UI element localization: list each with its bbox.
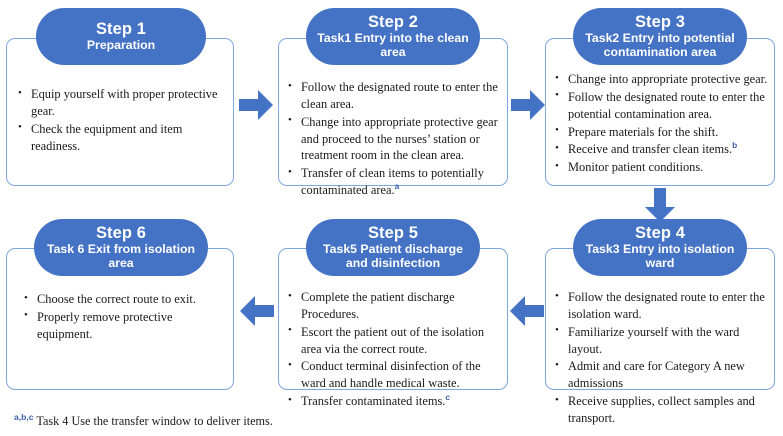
list-item: Transfer of clean items to potentially c…	[288, 165, 500, 199]
step-6-header-pill: Step 6 Task 6 Exit from isolation area	[34, 219, 208, 276]
list-item: Escort the patient out of the isolation …	[288, 323, 502, 358]
list-item: Follow the designated route to enter the…	[555, 289, 769, 323]
step-3-bullet-list: Change into appropriate protective gear.…	[555, 71, 769, 177]
list-item: Monitor patient conditions.	[555, 159, 769, 176]
step-3-subtitle: Task2 Entry into potential contamination…	[585, 31, 735, 60]
list-item: Change into appropriate protective gear.	[555, 71, 769, 88]
arrow-step4-to-step5	[510, 294, 544, 328]
step-5-title: Step 5	[367, 224, 419, 242]
list-item: Receive supplies, collect samples and tr…	[555, 393, 769, 427]
step-5-subtitle: Task5 Patient discharge and disinfection	[323, 242, 463, 271]
step-6-subtitle: Task 6 Exit from isolation area	[46, 242, 196, 271]
step-1-title: Step 1	[95, 19, 147, 38]
step-4-header-pill: Step 4 Task3 Entry into isolation ward	[573, 219, 747, 276]
list-item: Familiarize yourself with the ward layou…	[555, 323, 769, 358]
step-2-subtitle: Task1 Entry into the clean area	[317, 31, 469, 60]
step-6-bullet-list: Choose the correct route to exit. Proper…	[24, 291, 230, 344]
step-4-title: Step 4	[634, 224, 686, 242]
list-item: Follow the designated route to enter the…	[288, 79, 500, 113]
arrow-step2-to-step3	[511, 88, 545, 122]
list-item: Prepare materials for the shift.	[555, 123, 769, 141]
step-2-title: Step 2	[367, 13, 419, 31]
step-1-bullet-list: Equip yourself with proper protective ge…	[18, 86, 226, 155]
arrow-step1-to-step2	[239, 88, 273, 122]
step-1-header-pill: Step 1 Preparation	[36, 8, 206, 65]
step-5-bullet-list: Complete the patient discharge Procedure…	[288, 289, 502, 411]
arrow-step3-to-step4	[643, 188, 677, 222]
list-item: Properly remove protective equipment.	[24, 308, 230, 343]
arrow-step5-to-step6	[240, 294, 274, 328]
list-item: Complete the patient discharge Procedure…	[288, 289, 502, 323]
step-2-header-pill: Step 2 Task1 Entry into the clean area	[306, 8, 480, 65]
footnote-text: Task 4 Use the transfer window to delive…	[33, 414, 273, 428]
step-1-subtitle: Preparation	[86, 38, 156, 53]
footnote-marker-a: a	[394, 181, 400, 192]
list-item: Follow the designated route to enter the…	[555, 88, 769, 123]
list-item: Transfer contaminated items.c	[288, 393, 502, 410]
list-item: Check the equipment and item readiness.	[18, 120, 226, 155]
step-4-bullet-list: Follow the designated route to enter the…	[555, 289, 769, 428]
list-item: Admit and care for Category A new admiss…	[555, 358, 769, 392]
list-item: Receive and transfer clean items.b	[555, 141, 769, 158]
step-2-bullet-list: Follow the designated route to enter the…	[288, 79, 500, 200]
footnote: a,b,c Task 4 Use the transfer window to …	[14, 411, 273, 429]
list-item: Choose the correct route to exit.	[24, 291, 230, 308]
step-6-title: Step 6	[95, 224, 147, 242]
footnote-marker-b: b	[732, 140, 738, 151]
step-5-header-pill: Step 5 Task5 Patient discharge and disin…	[306, 219, 480, 276]
list-item: Equip yourself with proper protective ge…	[18, 86, 226, 120]
step-3-header-pill: Step 3 Task2 Entry into potential contam…	[573, 8, 747, 65]
footnote-marker-c: c	[445, 392, 451, 403]
list-item: Conduct terminal disinfection of the war…	[288, 358, 502, 392]
step-4-subtitle: Task3 Entry into isolation ward	[585, 242, 735, 271]
list-item: Change into appropriate protective gear …	[288, 113, 500, 165]
footnote-markers: a,b,c	[14, 411, 34, 422]
step-3-title: Step 3	[634, 13, 686, 31]
